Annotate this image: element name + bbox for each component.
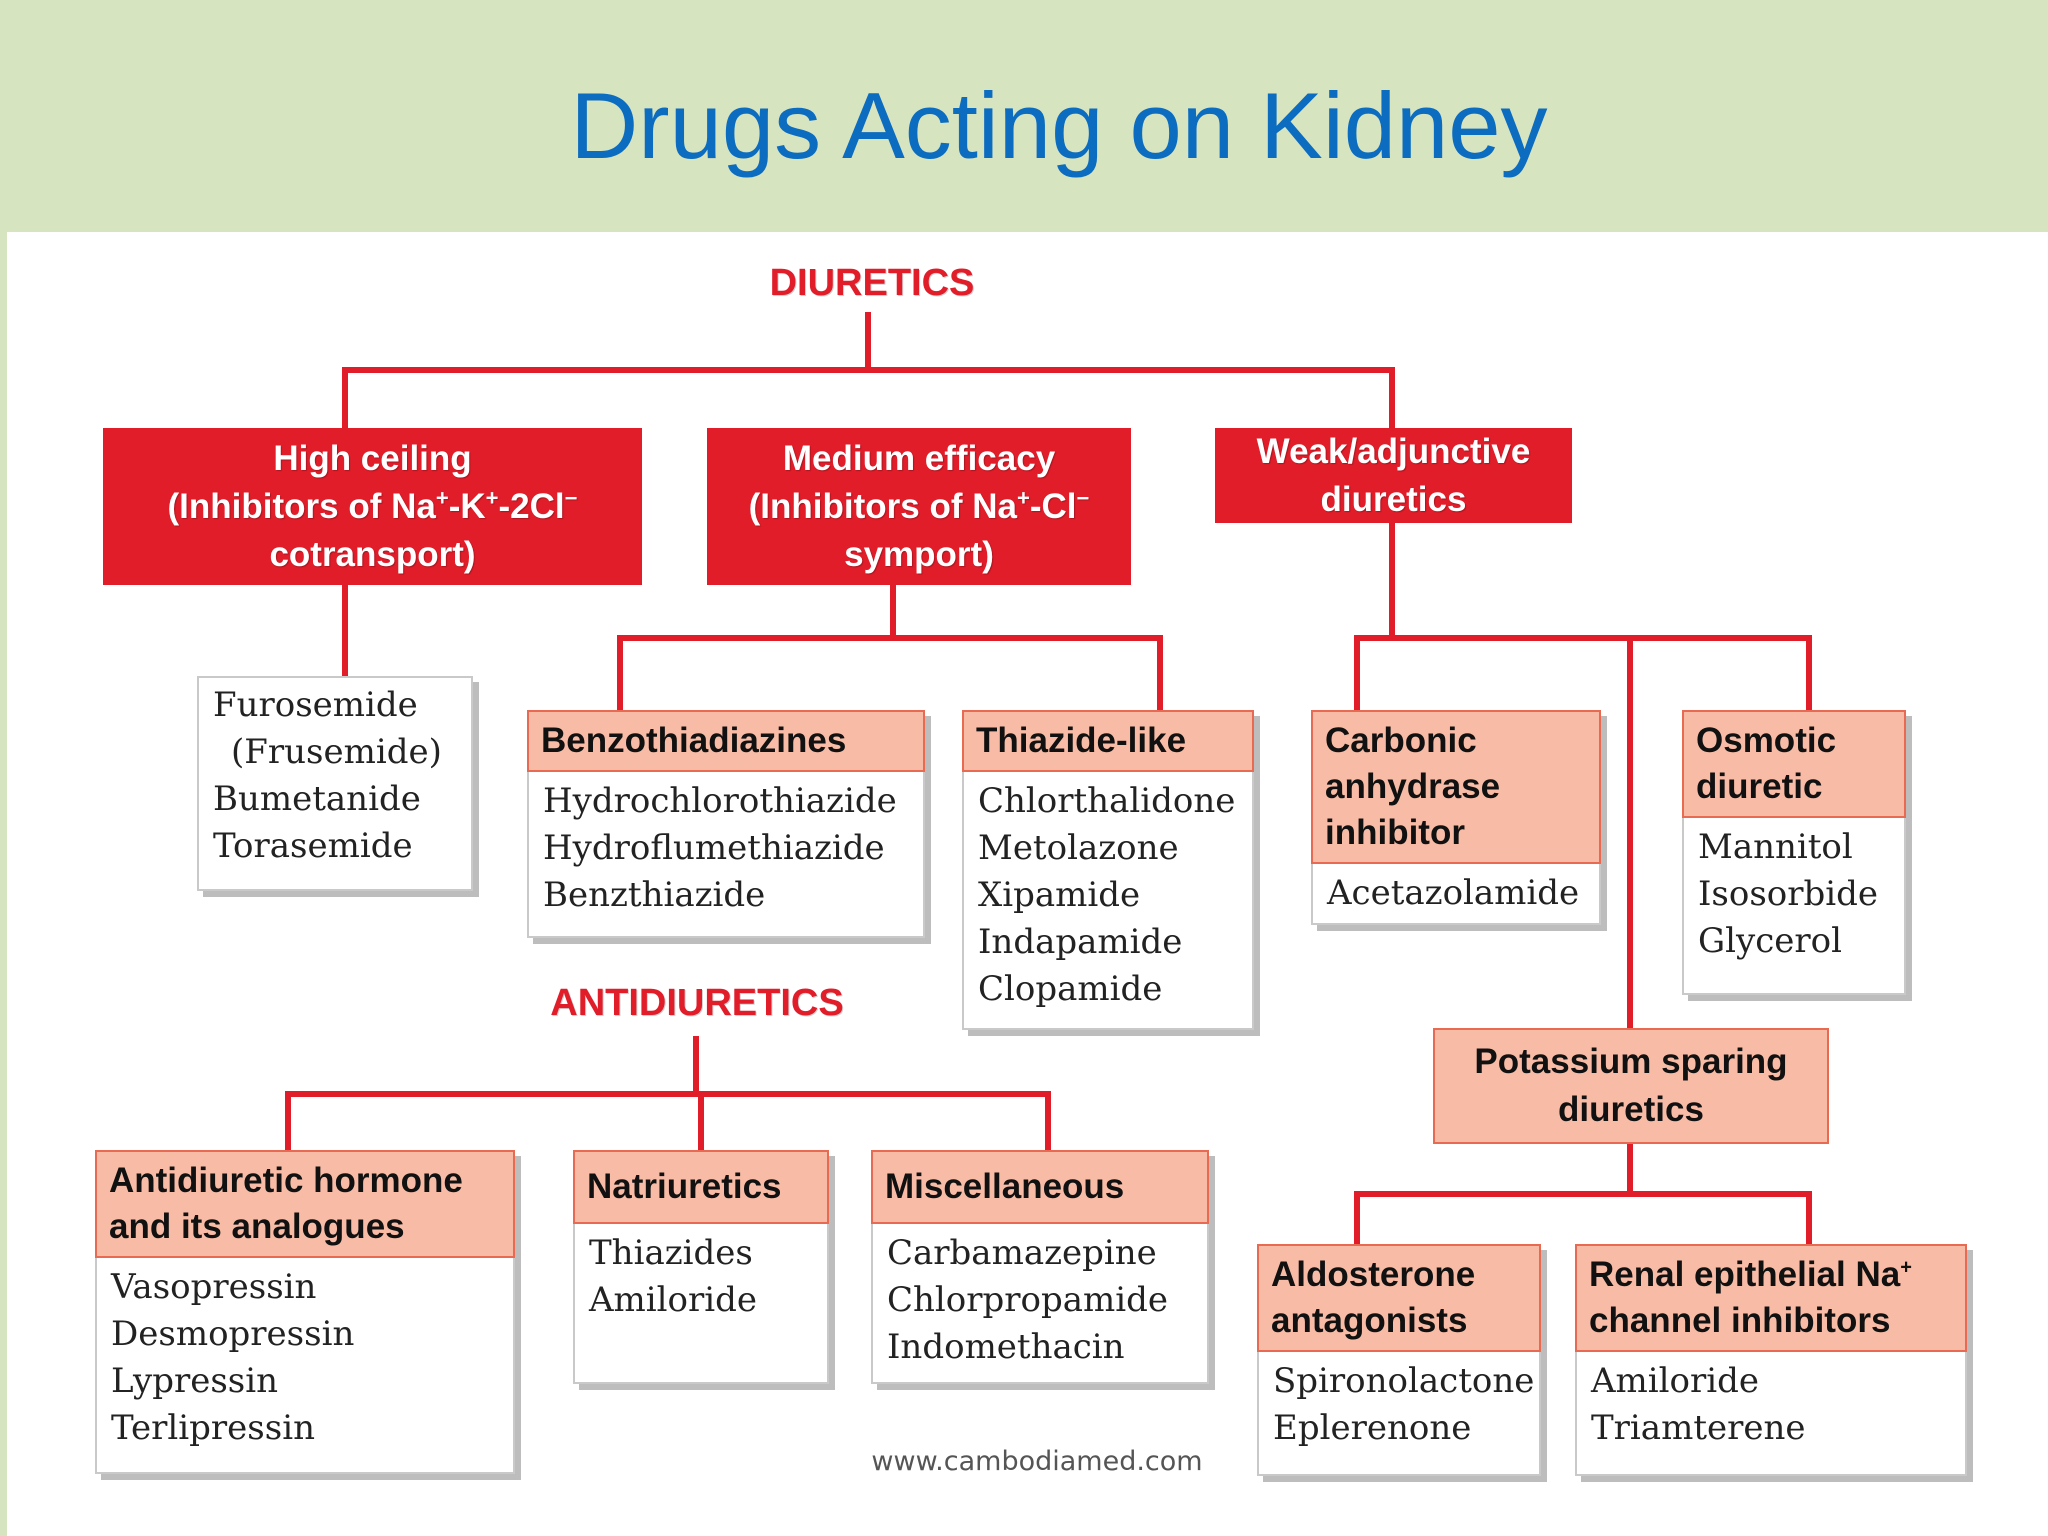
list-item: Isosorbide (1698, 874, 1879, 914)
natriuretics-drug-list: Thiazides Amiloride (575, 1224, 827, 1330)
list-item: Vasopressin (111, 1267, 317, 1307)
high-ceiling-drugs-card: Furosemide (Frusemide) Bumetanide Torase… (197, 676, 473, 891)
list-item: Mannitol (1698, 827, 1853, 867)
list-item: Indapamide (978, 922, 1183, 962)
medium-efficacy-mechanism-end: symport) (844, 534, 994, 574)
list-item: Clopamide (978, 969, 1163, 1009)
carbonic-anhydrase-title: Carbonic anhydrase inhibitor (1311, 710, 1601, 864)
list-item: Spironolactone (1273, 1361, 1535, 1401)
page-title: Drugs Acting on Kidney (570, 73, 1548, 178)
benzothiadiazines-card: Benzothiadiazines Hydrochlorothiazide Hy… (527, 710, 925, 938)
diuretics-label: DIURETICS (769, 262, 975, 304)
list-item: Eplerenone (1273, 1408, 1472, 1448)
high-ceiling-box: High ceiling (Inhibitors of Na+-K+-2Cl− … (103, 428, 642, 585)
renal-epithelial-title: Renal epithelial Na+ channel inhibitors (1575, 1244, 1967, 1352)
antidiuretics-label: ANTIDIURETICS (550, 982, 844, 1024)
list-item: Lypressin (111, 1361, 278, 1401)
list-item: Torasemide (213, 826, 413, 866)
list-item: Metolazone (978, 828, 1179, 868)
list-item: Hydrochlorothiazide (543, 781, 897, 821)
osmotic-drug-list: Mannitol Isosorbide Glycerol (1684, 818, 1904, 971)
carbonic-anhydrase-drug-list: Acetazolamide (1313, 864, 1599, 923)
list-item: (Frusemide) (231, 732, 442, 772)
thiazide-like-title: Thiazide-like (962, 710, 1254, 772)
carbonic-anhydrase-card: Carbonic anhydrase inhibitor Acetazolami… (1311, 710, 1601, 925)
list-item: Glycerol (1698, 921, 1843, 961)
list-item: Bumetanide (213, 779, 421, 819)
connector-lines (285, 312, 1812, 1244)
aldosterone-card: Aldosterone antagonists Spironolactone E… (1257, 1244, 1541, 1476)
natriuretics-card: Natriuretics Thiazides Amiloride (573, 1150, 829, 1384)
list-item: Thiazides (589, 1233, 753, 1273)
list-item: Terlipressin (111, 1408, 315, 1448)
list-item: Chlorpropamide (887, 1280, 1169, 1320)
miscellaneous-card: Miscellaneous Carbamazepine Chlorpropami… (871, 1150, 1209, 1384)
medium-efficacy-box: Medium efficacy (Inhibitors of Na+-Cl− s… (707, 428, 1131, 585)
adh-drug-list: Vasopressin Desmopressin Lypressin Terli… (97, 1258, 513, 1458)
list-item: Carbamazepine (887, 1233, 1157, 1273)
potassium-sparing-title-end: diuretics (1558, 1090, 1704, 1129)
list-item: Amiloride (589, 1280, 758, 1320)
high-ceiling-drug-list: Furosemide (Frusemide) Bumetanide Torase… (199, 678, 471, 876)
renal-epithelial-drug-list: Amiloride Triamterene (1577, 1352, 1965, 1458)
aldosterone-title: Aldosterone antagonists (1257, 1244, 1541, 1352)
natriuretics-title: Natriuretics (573, 1150, 829, 1224)
list-item: Desmopressin (111, 1314, 355, 1354)
list-item: Benzthiazide (543, 875, 766, 915)
high-ceiling-mechanism: (Inhibitors of Na+-K+-2Cl− (167, 484, 578, 526)
weak-adjunctive-title: Weak/adjunctive (1256, 431, 1531, 471)
thiazide-like-drug-list: Chlorthalidone Metolazone Xipamide Indap… (964, 772, 1252, 1019)
medium-efficacy-title: Medium efficacy (782, 438, 1056, 478)
medium-efficacy-mechanism: (Inhibitors of Na+-Cl− (748, 484, 1090, 526)
adh-card: Antidiuretic hormone and its analogues V… (95, 1150, 515, 1474)
list-item: Indomethacin (887, 1327, 1125, 1367)
high-ceiling-mechanism-end: cotransport) (269, 534, 476, 574)
osmotic-diuretic-card: Osmotic diuretic Mannitol Isosorbide Gly… (1682, 710, 1906, 995)
thiazide-like-card: Thiazide-like Chlorthalidone Metolazone … (962, 710, 1254, 1030)
benzothiadiazines-drug-list: Hydrochlorothiazide Hydroflumethiazide B… (529, 772, 923, 925)
potassium-sparing-box: Potassium sparing diuretics (1433, 1028, 1829, 1144)
weak-adjunctive-box: Weak/adjunctive diuretics (1215, 428, 1572, 523)
list-item: Furosemide (213, 685, 418, 725)
weak-adjunctive-title-end: diuretics (1320, 479, 1467, 519)
list-item: Amiloride (1591, 1361, 1760, 1401)
list-item: Chlorthalidone (978, 781, 1236, 821)
list-item: Xipamide (978, 875, 1141, 915)
adh-title: Antidiuretic hormone and its analogues (95, 1150, 515, 1258)
list-item: Triamterene (1591, 1408, 1806, 1448)
list-item: Hydroflumethiazide (543, 828, 885, 868)
miscellaneous-title: Miscellaneous (871, 1150, 1209, 1224)
renal-epithelial-card: Renal epithelial Na+ channel inhibitors … (1575, 1244, 1967, 1476)
high-ceiling-title: High ceiling (273, 438, 472, 478)
diagram-canvas: DIURETICS High ceiling (Inhibitors of Na… (7, 232, 2048, 1536)
aldosterone-drug-list: Spironolactone Eplerenone (1259, 1352, 1539, 1458)
osmotic-diuretic-title: Osmotic diuretic (1682, 710, 1906, 818)
miscellaneous-drug-list: Carbamazepine Chlorpropamide Indomethaci… (873, 1224, 1207, 1377)
list-item: Acetazolamide (1327, 873, 1580, 913)
watermark: www.cambodiamed.com (871, 1446, 1203, 1477)
potassium-sparing-title: Potassium sparing (1474, 1042, 1788, 1081)
benzothiadiazines-title: Benzothiadiazines (527, 710, 925, 772)
